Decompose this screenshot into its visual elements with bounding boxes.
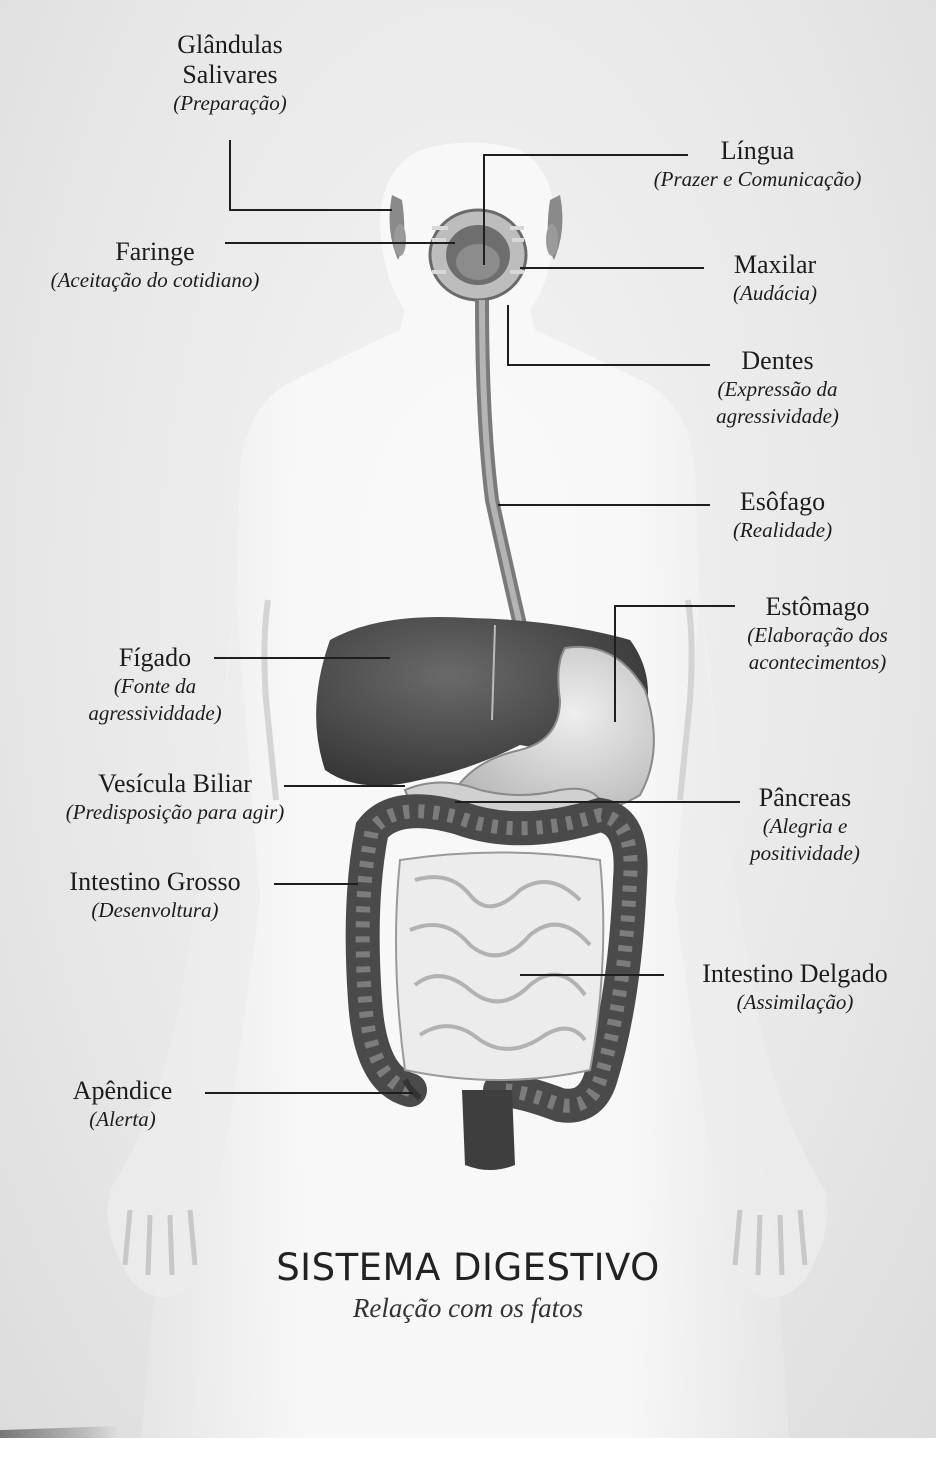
label-sub: (Desenvoltura) [45, 897, 265, 924]
label-sub: (Elaboração dos [720, 622, 915, 649]
label-sub: (Fonte da [60, 673, 250, 700]
diagram-title: SISTEMA DIGESTIVO [0, 1245, 936, 1291]
mouth-cavity [430, 210, 526, 300]
label-figado: Fígado (Fonte da agressividdade) [60, 643, 250, 727]
label-name: Vesícula Biliar [30, 769, 320, 799]
label-name: Faringe [20, 237, 290, 267]
label-name: Língua [615, 136, 900, 166]
label-esofago: Esôfago (Realidade) [705, 487, 860, 544]
label-name: Salivares [140, 60, 320, 90]
label-intestino-grosso: Intestino Grosso (Desenvoltura) [45, 867, 265, 924]
label-maxilar: Maxilar (Audácia) [700, 250, 850, 307]
label-name: Dentes [685, 346, 870, 376]
label-name: Pâncreas [725, 783, 885, 813]
label-sub: (Alerta) [55, 1106, 190, 1133]
label-name: Intestino Grosso [45, 867, 265, 897]
label-sub: acontecimentos) [720, 649, 915, 676]
label-lingua: Língua (Prazer e Comunicação) [615, 136, 900, 193]
label-sub: (Prazer e Comunicação) [615, 166, 900, 193]
label-name: Fígado [60, 643, 250, 673]
rectum [462, 1090, 515, 1170]
label-sub: (Alegria e [725, 813, 885, 840]
label-name: Glândulas [140, 30, 320, 60]
label-sub: (Realidade) [705, 517, 860, 544]
label-sub: positividade) [725, 840, 885, 867]
label-name: Maxilar [700, 250, 850, 280]
label-sub: (Audácia) [700, 280, 850, 307]
label-sub: (Expressão da [685, 376, 870, 403]
label-name: Esôfago [705, 487, 860, 517]
title-block: SISTEMA DIGESTIVO Relação com os fatos [0, 1245, 936, 1325]
label-name: Apêndice [55, 1076, 190, 1106]
leader-line-glandulas [230, 140, 392, 210]
label-sub: agressividdade) [60, 700, 250, 727]
label-sub: (Assimilação) [670, 989, 920, 1016]
label-intestino-delgado: Intestino Delgado (Assimilação) [670, 959, 920, 1016]
small-intestine [396, 853, 603, 1081]
label-glandulas: Glândulas Salivares (Preparação) [140, 30, 320, 117]
label-vesicula: Vesícula Biliar (Predisposição para agir… [30, 769, 320, 826]
label-name: Intestino Delgado [670, 959, 920, 989]
label-sub: (Preparação) [140, 90, 320, 117]
label-estomago: Estômago (Elaboração dos acontecimentos) [720, 592, 915, 676]
page-edge [0, 1438, 936, 1461]
label-apendice: Apêndice (Alerta) [55, 1076, 190, 1133]
label-sub: (Predisposição para agir) [30, 799, 320, 826]
label-sub: (Aceitação do cotidiano) [20, 267, 290, 294]
diagram-subtitle: Relação com os fatos [0, 1291, 936, 1325]
label-name: Estômago [720, 592, 915, 622]
label-pancreas: Pâncreas (Alegria e positividade) [725, 783, 885, 867]
label-faringe: Faringe (Aceitação do cotidiano) [20, 237, 290, 294]
label-sub: agressividade) [685, 403, 870, 430]
label-dentes: Dentes (Expressão da agressividade) [685, 346, 870, 430]
